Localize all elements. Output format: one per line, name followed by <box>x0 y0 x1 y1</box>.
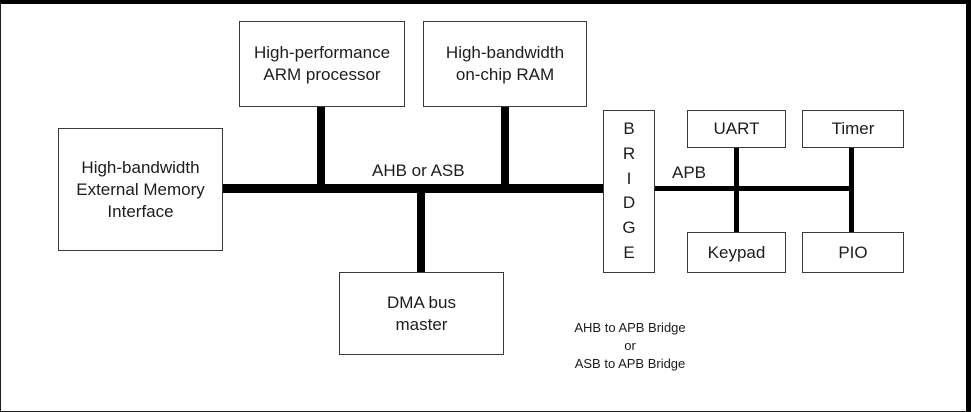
ram-line-2: on-chip RAM <box>455 65 555 84</box>
apb-bus-line <box>654 186 854 191</box>
on-chip-ram-block: High-bandwidth on-chip RAM <box>423 21 587 107</box>
bridge-block: B R I D G E <box>603 110 655 273</box>
bridge-note-line-3: ASB to APB Bridge <box>574 356 686 371</box>
keypad-label: Keypad <box>707 242 766 262</box>
bridge-letter-r: R <box>622 143 636 163</box>
dma-line-2: master <box>395 314 448 334</box>
bridge-letter-d: D <box>622 193 636 213</box>
timer-pio-connector <box>849 146 854 234</box>
timer-label: Timer <box>831 119 875 138</box>
ext-mem-line-3: Interface <box>107 201 174 221</box>
bridge-note-line-1: AHB to APB Bridge <box>574 320 686 335</box>
ram-line-1: High-bandwidth <box>445 43 565 62</box>
top-border-band <box>0 0 971 4</box>
ext-mem-line-2: External Memory <box>76 179 205 199</box>
apb-bus-label: APB <box>672 163 707 182</box>
arm-line-1: High-performance <box>253 43 391 62</box>
dma-connector <box>417 188 425 272</box>
keypad-block: Keypad <box>687 232 786 273</box>
ext-mem-line-1: High-bandwidth <box>81 157 200 177</box>
bridge-letter-e: E <box>623 242 635 262</box>
uart-keypad-connector <box>734 146 739 234</box>
bridge-letter-g: G <box>622 218 636 238</box>
uart-label: UART <box>713 119 760 138</box>
dma-bus-master-block: DMA bus master <box>339 272 504 355</box>
main-bus-label: AHB or ASB <box>372 161 465 180</box>
bridge-letter-i: I <box>626 168 632 188</box>
uart-block: UART <box>687 110 786 148</box>
arm-connector <box>317 105 325 189</box>
right-border-band <box>966 0 971 412</box>
arm-processor-block: High-performance ARM processor <box>239 21 405 107</box>
bridge-letter-b: B <box>623 119 635 138</box>
bridge-note: AHB to APB Bridge or ASB to APB Bridge <box>545 319 715 373</box>
arm-line-2: ARM processor <box>263 65 381 84</box>
pio-label: PIO <box>838 242 868 262</box>
ram-connector <box>501 105 509 189</box>
external-memory-interface-block: High-bandwidth External Memory Interface <box>58 128 223 251</box>
main-bus-line <box>222 184 604 193</box>
timer-block: Timer <box>802 110 904 148</box>
dma-line-1: DMA bus <box>387 292 456 312</box>
bridge-note-line-2: or <box>624 338 636 353</box>
pio-block: PIO <box>802 232 904 273</box>
